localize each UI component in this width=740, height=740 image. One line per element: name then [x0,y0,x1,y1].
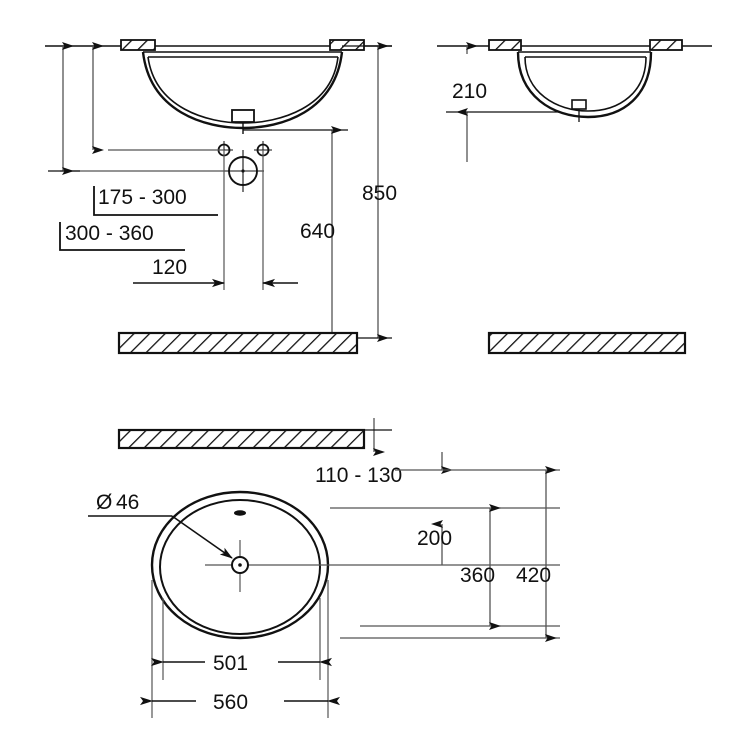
dimension-110-130-label: 110 - 130 [315,464,402,487]
dimension-110-130: 110 - 130 [315,418,453,487]
drain-boss-front [231,109,255,134]
front-elevation-view: 175 - 300 300 - 360 120 850 640 [45,39,397,355]
dimension-left-stack [48,42,104,175]
floor-slab-right [487,331,687,355]
dimension-120: 120 [133,256,298,288]
dimension-420: 420 [516,466,557,642]
basin-bowl-inner-side [524,56,647,112]
dimension-175-300-label: 175 - 300 [98,186,187,209]
dimension-300-360: 300 - 360 [59,222,185,251]
dimension-420-label: 420 [516,564,551,587]
side-elevation-view: 210 [437,39,712,355]
plan-view: 110 - 130 Ø 46 501 [88,418,560,718]
floor-slab-left [117,331,359,355]
dimension-360-label: 360 [460,564,495,587]
dimension-501: 501 [151,652,332,675]
dimension-200-label: 200 [417,527,452,550]
dimension-300-360-label: 300 - 360 [65,222,154,245]
dimension-501-label: 501 [213,652,248,675]
mounting-clip-right [329,39,365,51]
dimension-210: 210 [446,42,560,162]
basin-inner-ellipse [159,499,321,635]
drain-boss-side [571,99,587,122]
basin-bowl-outline-side [516,51,653,119]
mounting-clip-side-left [488,39,522,51]
dimension-175-300: 175 - 300 [93,186,218,216]
dimension-640-label: 640 [300,220,335,243]
diameter-leader-46: Ø 46 [88,491,233,559]
mounting-clip-side-right [649,39,683,51]
diameter-46-label: 46 [116,491,139,514]
dimension-560-label: 560 [213,691,248,714]
dimension-560: 560 [140,691,340,714]
dimension-210-label: 210 [452,80,487,103]
dimension-850: 850 [342,42,397,342]
dimension-200: 200 [417,520,452,565]
dimension-850-label: 850 [362,182,397,205]
mounting-clip-left [120,39,156,51]
dimension-360: 360 [460,504,501,630]
overflow-slot [234,510,246,516]
dimension-640: 640 [243,126,348,342]
countertop-slab-section [117,428,366,450]
diameter-symbol: Ø [96,491,112,514]
dimension-120-label: 120 [152,256,187,279]
